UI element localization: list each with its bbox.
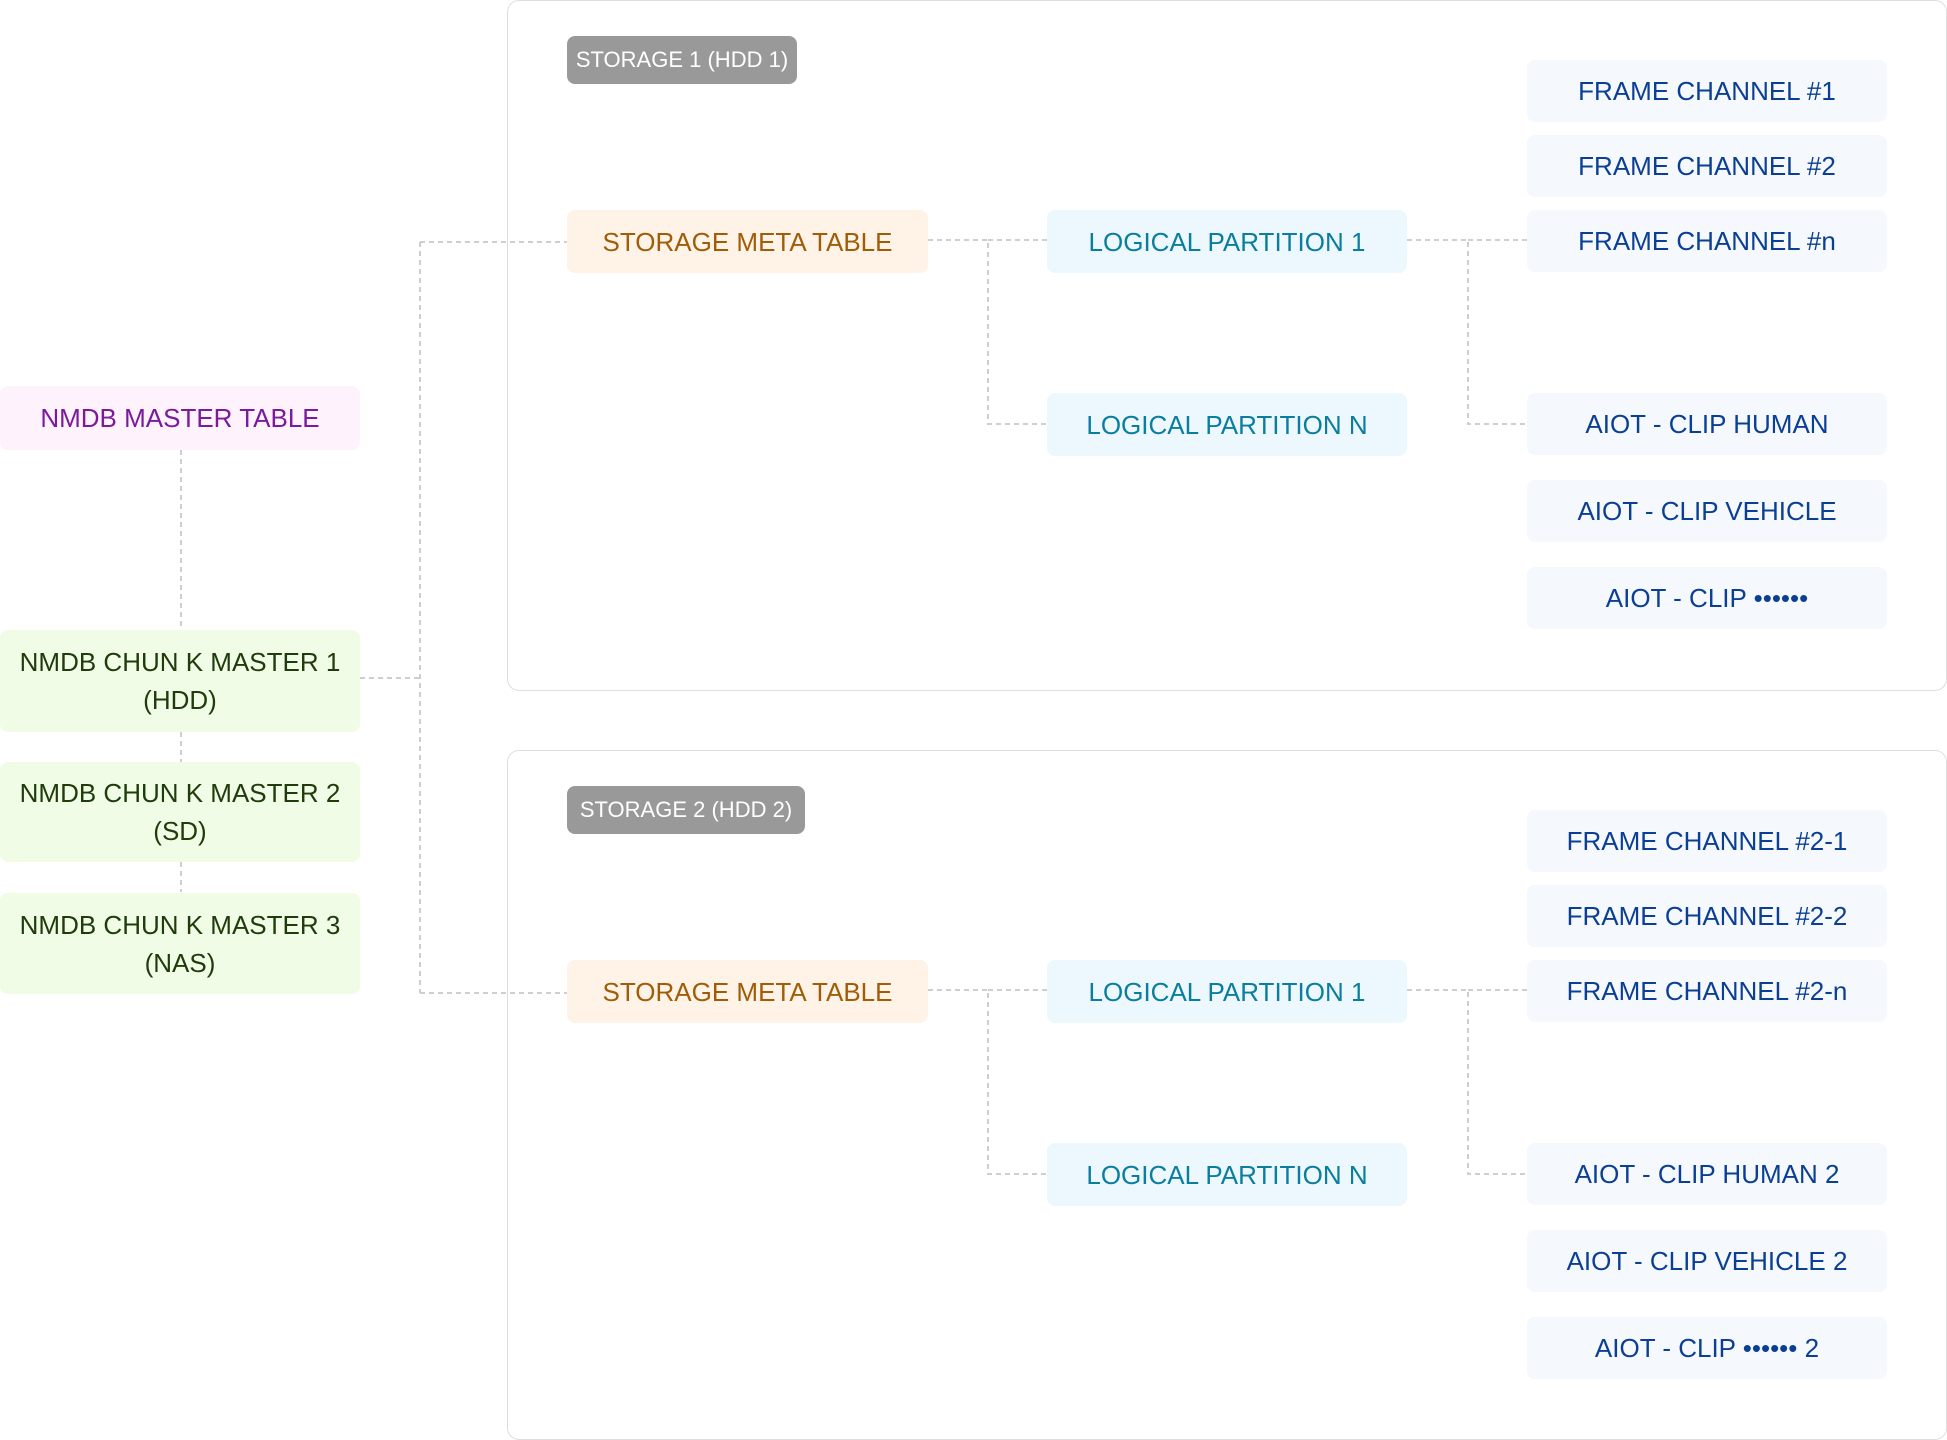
storage-1-aiot-clip-more: AIOT - CLIP •••••• bbox=[1527, 567, 1887, 629]
nmdb-master-table: NMDB MASTER TABLE bbox=[0, 386, 360, 450]
storage-1-frame-channel-2: FRAME CHANNEL #2 bbox=[1527, 135, 1887, 197]
storage-1-meta-table: STORAGE META TABLE bbox=[567, 210, 928, 273]
chunk-master-2: NMDB CHUN K MASTER 2 (SD) bbox=[0, 762, 360, 862]
storage-1-aiot-clip-vehicle: AIOT - CLIP VEHICLE bbox=[1527, 480, 1887, 542]
storage-2-frame-channel-1: FRAME CHANNEL #2-1 bbox=[1527, 810, 1887, 872]
storage-2-meta-table: STORAGE META TABLE bbox=[567, 960, 928, 1023]
connector-chunk-storage bbox=[360, 241, 567, 994]
chunk-master-1-name: NMDB CHUN K MASTER 1 bbox=[19, 647, 341, 677]
chunk-master-1-type: (HDD) bbox=[143, 685, 217, 715]
chunk-master-3: NMDB CHUN K MASTER 3 (NAS) bbox=[0, 893, 360, 994]
storage-2-frame-channel-2: FRAME CHANNEL #2-2 bbox=[1527, 885, 1887, 947]
chunk-master-2-name: NMDB CHUN K MASTER 2 bbox=[19, 778, 341, 808]
chunk-master-1: NMDB CHUN K MASTER 1 (HDD) bbox=[0, 630, 360, 732]
storage-1-tag: STORAGE 1 (HDD 1) bbox=[567, 36, 797, 84]
storage-1-frame-channel-1: FRAME CHANNEL #1 bbox=[1527, 60, 1887, 122]
connector-s2-partition-channels bbox=[1407, 989, 1527, 1175]
storage-2-partition-n: LOGICAL PARTITION N bbox=[1047, 1143, 1407, 1206]
storage-1-partition-n: LOGICAL PARTITION N bbox=[1047, 393, 1407, 456]
chunk-master-3-type: (NAS) bbox=[144, 947, 216, 978]
chunk-master-3-name: NMDB CHUN K MASTER 3 bbox=[19, 909, 341, 940]
connector-s2-meta-partitions bbox=[928, 989, 1047, 1175]
storage-1-partition-1: LOGICAL PARTITION 1 bbox=[1047, 210, 1407, 273]
chunk-master-2-type: (SD) bbox=[153, 816, 207, 846]
storage-1-frame-channel-n: FRAME CHANNEL #n bbox=[1527, 210, 1887, 272]
connector-s1-partition-channels bbox=[1407, 239, 1527, 425]
storage-2-tag: STORAGE 2 (HDD 2) bbox=[567, 786, 805, 834]
connector-s1-meta-partitions bbox=[928, 239, 1047, 425]
storage-2-aiot-clip-more: AIOT - CLIP •••••• 2 bbox=[1527, 1317, 1887, 1379]
storage-1-aiot-clip-human: AIOT - CLIP HUMAN bbox=[1527, 393, 1887, 455]
storage-2-partition-1: LOGICAL PARTITION 1 bbox=[1047, 960, 1407, 1023]
storage-2-frame-channel-n: FRAME CHANNEL #2-n bbox=[1527, 960, 1887, 1022]
storage-2-aiot-clip-vehicle: AIOT - CLIP VEHICLE 2 bbox=[1527, 1230, 1887, 1292]
storage-2-aiot-clip-human: AIOT - CLIP HUMAN 2 bbox=[1527, 1143, 1887, 1205]
